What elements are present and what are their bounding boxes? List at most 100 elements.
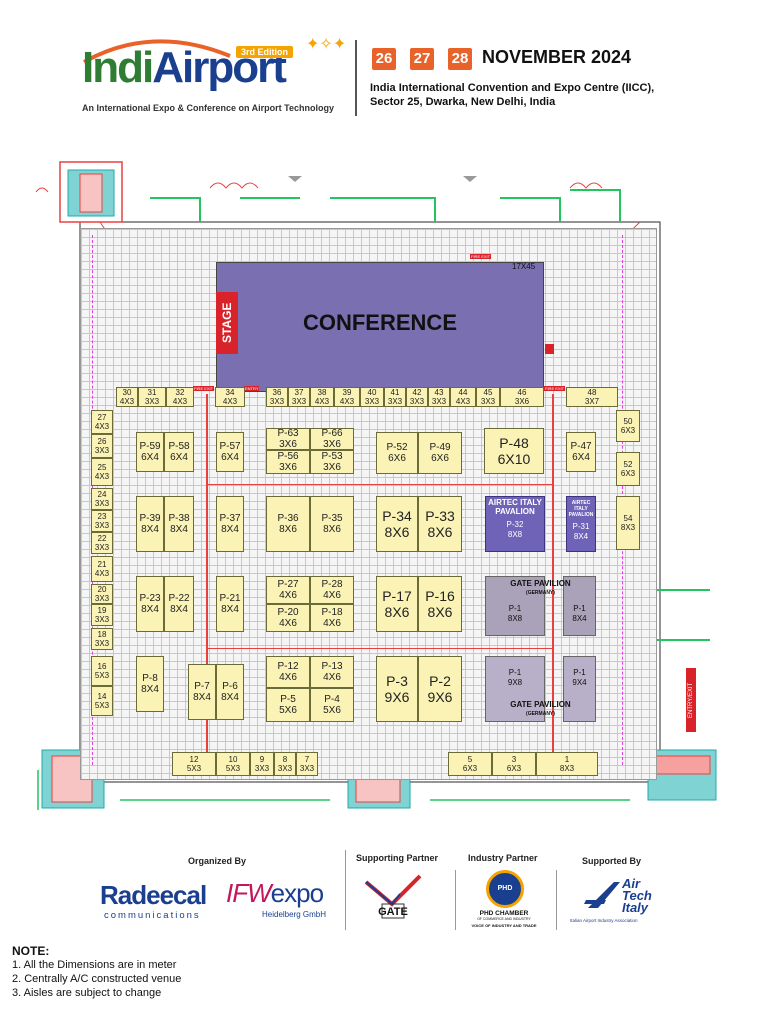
fire-exit-tag: FIRE EXIT [470, 254, 492, 259]
conference-label: CONFERENCE [302, 310, 457, 335]
p32-size: 8X8 [507, 530, 523, 539]
air-tech-italy-subtitle: Italian Airport Industry Association [570, 918, 638, 923]
fire-exit-tag: FIRE EXIT [544, 386, 566, 391]
radeecal-subtitle: communications [104, 910, 201, 921]
p31-pavilion-title: AIRTEC ITALY PAVALION [568, 500, 594, 518]
entry-exit-sign: ENTRY/EXIT [686, 668, 696, 732]
phd-chamber-logo: PHD [486, 870, 524, 908]
ifw-subtitle: Heidelberg GmbH [262, 910, 327, 919]
aisle-line [206, 394, 208, 754]
pavilion-p32-airtec[interactable] [485, 496, 545, 552]
air-tech-italy-logo-icon [584, 882, 620, 908]
note-item-1: 1. All the Dimensions are in meter [12, 959, 177, 971]
phd-chamber-voice: VOICE OF INDUSTRY AND TRADE [471, 923, 537, 928]
pavilion-p1-gate-upper-b[interactable] [563, 576, 596, 636]
supporting-partner-title: Supporting Partner [356, 853, 439, 863]
pavilion-p1-gate-lower-a[interactable] [485, 656, 545, 722]
pavilion-p31-airtec[interactable] [566, 496, 596, 552]
partner-divider [556, 870, 557, 930]
venue-line-2: Sector 25, Dwarka, New Delhi, India [370, 96, 556, 108]
pavilion-p1-gate-upper-a[interactable] [485, 576, 545, 636]
gate-country-upper: (GERMANY) [526, 590, 555, 596]
gate-pavilion-title-lower: GATE PAVILION [510, 700, 571, 709]
pavilion-p1-gate-lower-b[interactable] [563, 656, 596, 722]
